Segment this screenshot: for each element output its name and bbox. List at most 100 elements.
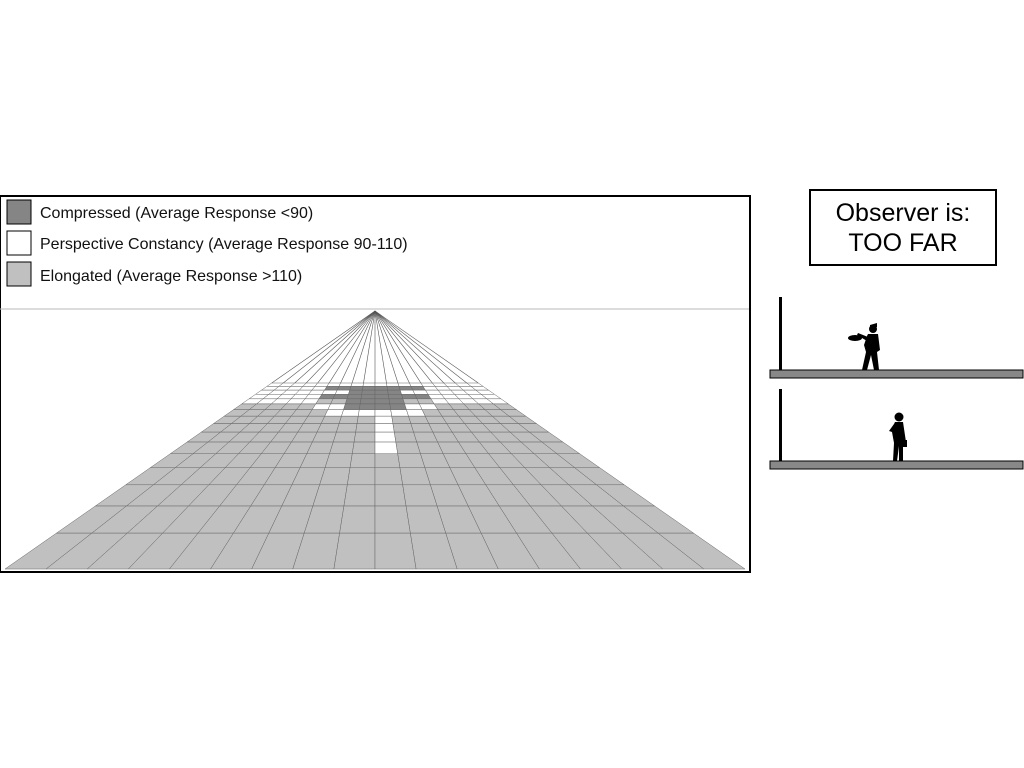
perspective-ray: [271, 310, 376, 384]
grid-cell-compressed: [349, 386, 364, 391]
person-standing-icon: [889, 412, 907, 461]
perspective-ray: [294, 310, 376, 384]
person-holding-tray-icon: [848, 323, 880, 370]
grid-cell-compressed: [332, 394, 349, 400]
legend: Compressed (Average Response <90) Perspe…: [6, 199, 408, 287]
grid-cell-constancy: [327, 403, 346, 410]
perspective-ray: [374, 310, 467, 384]
lower-wall-post: [779, 389, 782, 462]
legend-swatch-elongated: [6, 261, 32, 287]
grid-cell-compressed: [401, 394, 418, 400]
grid-cell-constancy: [374, 441, 399, 455]
grid-cell-constancy: [390, 409, 409, 417]
grid-cell-elongated: [333, 532, 376, 570]
grid-cell-elongated: [353, 431, 376, 443]
observer-status: TOO FAR: [848, 228, 958, 257]
grid-cell-compressed: [387, 389, 402, 395]
grid-cell-elongated: [374, 453, 401, 469]
legend-swatch-constancy: [6, 230, 32, 256]
grid-cell-compressed: [374, 398, 391, 405]
grid-cell-compressed: [348, 389, 363, 395]
grid-cell-constancy: [374, 382, 388, 387]
grid-cell-compressed: [387, 394, 404, 400]
grid-cell-compressed: [336, 386, 352, 391]
grid-cell-elongated: [324, 453, 353, 469]
grid-cell-constancy: [362, 382, 376, 387]
grid-cell-elongated: [397, 453, 426, 469]
grid-cell-constancy: [399, 389, 416, 395]
perspective-floor-grid: [4, 382, 746, 570]
perspective-grid-lines: [271, 310, 479, 384]
grid-cell-elongated: [395, 441, 421, 455]
grid-cell-constancy: [350, 382, 364, 387]
grid-cell-elongated: [338, 415, 359, 424]
grid-cell-elongated: [391, 415, 412, 424]
grid-cell-constancy: [321, 389, 338, 395]
grid-cell-compressed: [324, 386, 340, 391]
grid-cell-elongated: [374, 505, 411, 534]
perspective-ray: [374, 310, 399, 384]
perspective-ray: [351, 310, 376, 384]
grid-cell-elongated: [329, 441, 355, 455]
grid-cell-elongated: [339, 505, 376, 534]
grid-cell-elongated: [320, 415, 342, 424]
grid-cell-compressed: [389, 403, 407, 410]
grid-cell-compressed: [374, 386, 388, 391]
grid-cell-constancy: [338, 382, 353, 387]
grid-cell-compressed: [360, 394, 376, 400]
grid-cell-elongated: [349, 453, 376, 469]
grid-cell-constancy: [334, 389, 351, 395]
grid-cell-elongated: [315, 398, 334, 405]
lower-scene: [769, 389, 1024, 470]
grid-cell-constancy: [341, 409, 360, 417]
grid-cell-elongated: [343, 484, 376, 507]
grid-cell-elongated: [374, 532, 417, 570]
perspective-ray: [317, 310, 376, 384]
perspective-ray: [363, 310, 376, 384]
grid-cell-elongated: [330, 398, 348, 405]
grid-cell-compressed: [374, 403, 392, 410]
lower-floor-slab: [769, 460, 1024, 470]
grid-cell-elongated: [374, 467, 403, 486]
grid-cell-constancy: [374, 431, 397, 443]
grid-cell-constancy: [404, 403, 423, 410]
grid-cell-elongated: [351, 441, 376, 455]
grid-cell-elongated: [347, 467, 376, 486]
perspective-ray: [374, 310, 433, 384]
grid-cell-elongated: [374, 484, 407, 507]
perspective-ray: [328, 310, 376, 384]
perspective-ray: [374, 310, 410, 384]
grid-cell-elongated: [316, 423, 340, 433]
grid-cell-elongated: [332, 431, 356, 443]
observer-label: Observer is:: [835, 198, 971, 227]
grid-cell-elongated: [319, 467, 351, 486]
grid-cell-compressed: [398, 386, 414, 391]
grid-cell-compressed: [374, 389, 389, 395]
grid-cell-constancy: [386, 382, 400, 387]
perspective-ray: [374, 310, 387, 384]
grid-cell-compressed: [346, 394, 363, 400]
legend-label-constancy: Perspective Constancy (Average Response …: [40, 236, 408, 253]
perspective-ray: [374, 310, 445, 384]
grid-cell-compressed: [362, 386, 376, 391]
grid-cell-constancy: [357, 409, 376, 417]
upper-wall-post: [779, 297, 782, 371]
grid-cell-elongated: [402, 398, 420, 405]
perspective-ray: [283, 310, 376, 384]
legend-swatch-compressed: [6, 199, 32, 225]
legend-label-elongated: Elongated (Average Response >110): [40, 268, 302, 285]
grid-cell-compressed: [318, 394, 336, 400]
grid-cell-elongated: [336, 423, 358, 433]
grid-cell-elongated: [394, 431, 418, 443]
grid-cell-constancy: [374, 423, 395, 433]
upper-floor-slab: [769, 369, 1024, 379]
observer-status-box: Observer is: TOO FAR: [809, 189, 997, 266]
perspective-ray: [340, 310, 376, 384]
grid-cell-compressed: [358, 403, 376, 410]
grid-cell-compressed: [361, 389, 376, 395]
grid-cell-compressed: [374, 394, 390, 400]
grid-cell-constancy: [397, 382, 412, 387]
perspective-ray: [305, 310, 376, 384]
perspective-ray: [374, 310, 456, 384]
